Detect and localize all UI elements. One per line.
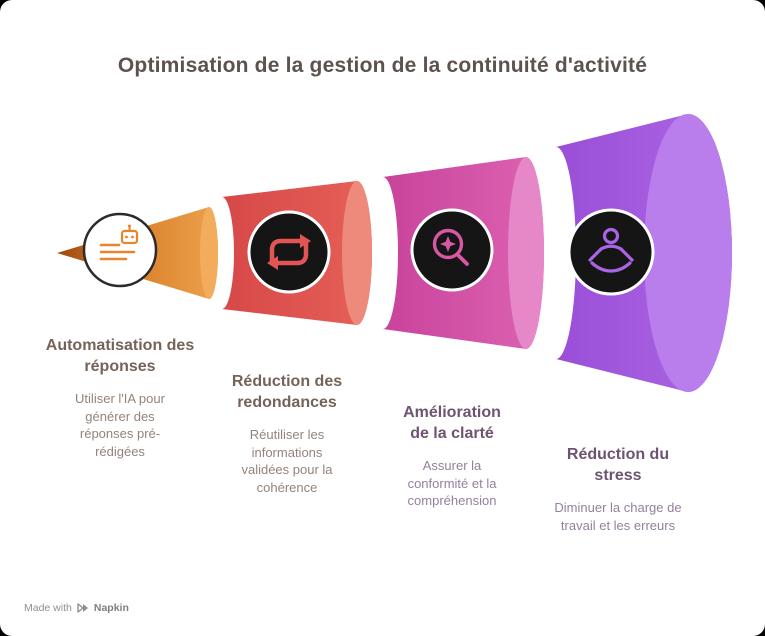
ai-robot-lines-icon (99, 224, 139, 261)
meditation-icon (588, 227, 634, 273)
stage-description: Réutiliser les informations validées pou… (241, 426, 333, 496)
stage-badge-1 (82, 212, 158, 288)
stage-heading: Amélioration de la clarté (403, 404, 501, 442)
made-with-credit: Made with Napkin (24, 602, 129, 614)
stage-label-stress: Réduction du stress Diminuer la charge d… (553, 445, 683, 534)
brand-text: Napkin (93, 602, 129, 614)
stage-badge-4 (567, 208, 655, 296)
stage-label-automatisation: Automatisation des réponses Utiliser l'I… (45, 336, 195, 461)
repeat-arrows-icon (267, 234, 311, 270)
magnifier-sparkle-icon (432, 228, 469, 266)
made-with-text: Made with (24, 602, 72, 614)
stage-label-redondances: Réduction des redondances Réutiliser les… (217, 372, 357, 497)
stage-label-clarte: Amélioration de la clarté Assurer la con… (392, 403, 512, 510)
stage-description: Assurer la conformité et la compréhensio… (407, 457, 497, 509)
stage-badge-3 (410, 208, 494, 292)
stage-badge-2 (247, 210, 331, 294)
page-title: Optimisation de la gestion de la continu… (117, 54, 648, 77)
stage-heading: Réduction des redondances (231, 373, 343, 411)
stage-heading: Automatisation des réponses (45, 337, 195, 375)
stage-description: Utiliser l'IA pour générer des réponses … (75, 390, 165, 460)
stage-description: Diminuer la charge de travail et les err… (554, 499, 682, 533)
napkin-logo-icon (77, 603, 88, 613)
stage-heading: Réduction du stress (566, 446, 670, 484)
